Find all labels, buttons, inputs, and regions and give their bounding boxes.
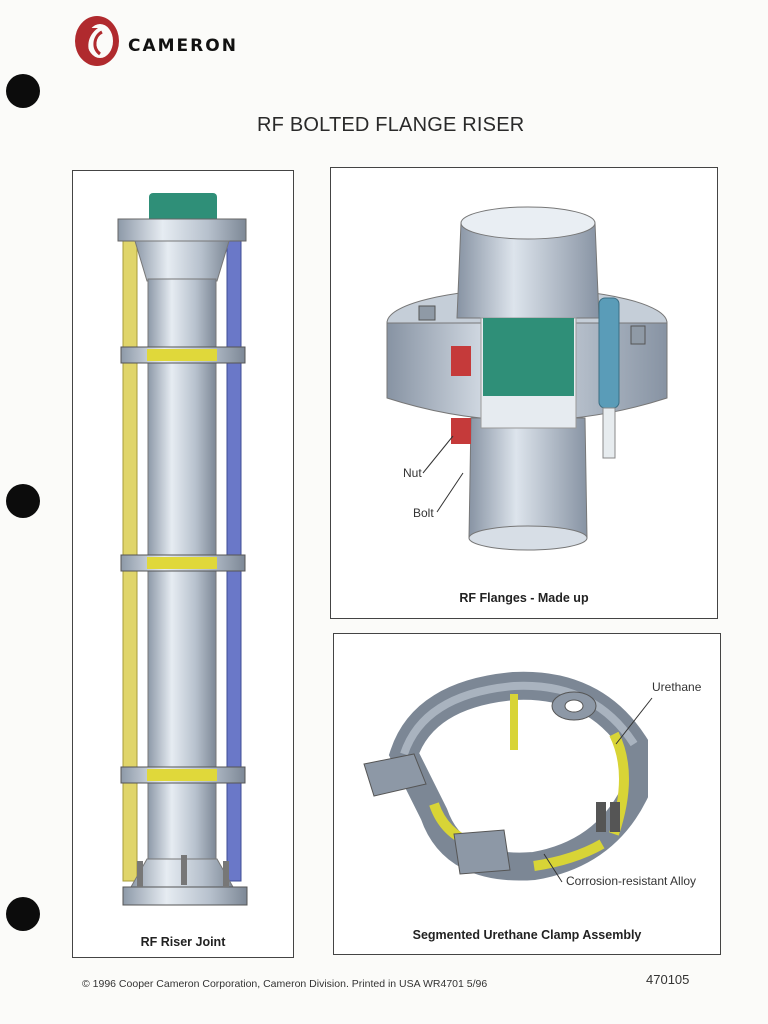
page-title: RF BOLTED FLANGE RISER <box>257 114 525 136</box>
riser-joint-panel: RF Riser Joint <box>72 170 294 958</box>
binder-hole-bottom <box>6 897 40 931</box>
urethane-label: Urethane <box>652 680 702 694</box>
flanges-panel: Nut Bolt RF Flanges - Made up <box>330 167 718 619</box>
riser-joint-illustration <box>117 193 248 906</box>
cameron-swirl-logo-icon <box>75 16 119 66</box>
riser-joint-caption: RF Riser Joint <box>140 935 226 949</box>
nut-label: Nut <box>403 466 422 480</box>
copyright-notice: © 1996 Cooper Cameron Corporation, Camer… <box>82 978 488 990</box>
clamp-illustration <box>363 671 653 883</box>
brand-name: CAMERON <box>128 36 238 56</box>
binder-hole-middle <box>6 484 40 518</box>
flanges-caption: RF Flanges - Made up <box>459 591 589 605</box>
clamp-caption: Segmented Urethane Clamp Assembly <box>412 928 642 942</box>
bolt-label: Bolt <box>413 506 434 520</box>
cameron-logo: CAMERON <box>70 14 250 70</box>
clamp-panel: Urethane Corrosion-resistant Alloy Segme… <box>333 633 721 955</box>
binder-hole-top <box>6 74 40 108</box>
flanges-illustration <box>386 206 668 551</box>
document-number: 470105 <box>646 972 690 987</box>
alloy-label: Corrosion-resistant Alloy <box>566 874 697 888</box>
